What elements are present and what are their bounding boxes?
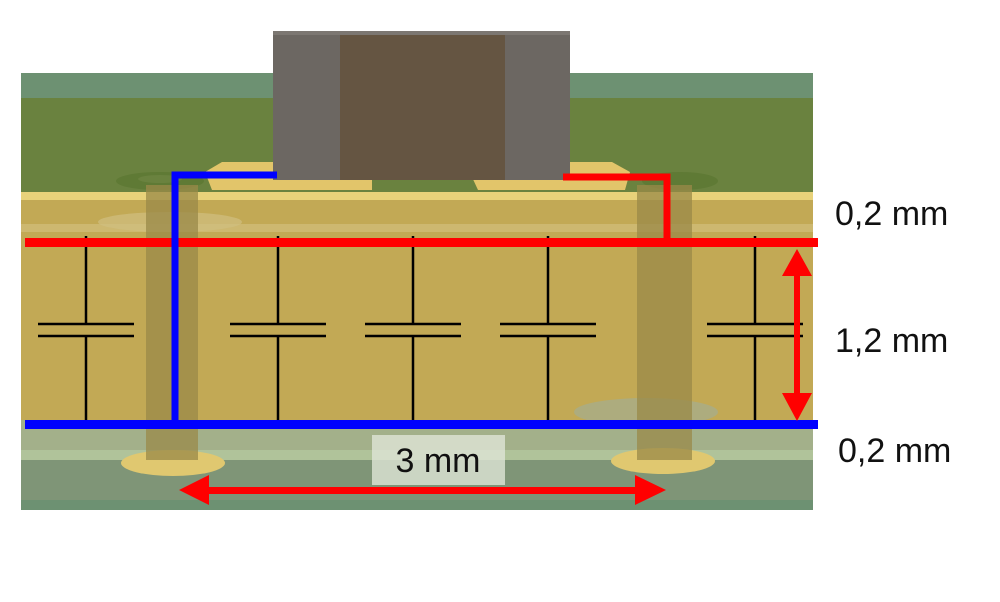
top-layer-thickness-label: 0,2 mm: [835, 195, 948, 233]
smd-capacitor-component: [273, 31, 570, 180]
bottom-layer-thickness-label: 0,2 mm: [838, 432, 951, 470]
capacitor-symbol: [500, 236, 596, 420]
via-spacing-label-box: [372, 435, 505, 485]
dielectric-layer: [21, 200, 813, 420]
capacitor-symbol: [365, 236, 461, 420]
arrow-head-down: [782, 393, 812, 421]
prepreg-band: [21, 224, 813, 232]
board-bottom-edge: [21, 500, 813, 510]
arrow-head-left: [179, 475, 209, 505]
arrow-head-right: [635, 475, 666, 505]
ground-plane-line: [25, 420, 818, 429]
left-terminal: [273, 34, 341, 180]
top-copper-strip: [21, 192, 813, 201]
capacitor-symbol: [707, 236, 803, 420]
core-thickness-label: 1,2 mm: [835, 322, 948, 360]
ground-trace: [171, 171, 277, 424]
capacitor-symbol: [230, 236, 326, 420]
via-spacing-arrow: [179, 475, 666, 505]
core-thickness-arrow: [782, 249, 812, 421]
power-trace: [563, 173, 671, 242]
via-spacing-label: 3 mm: [396, 442, 481, 480]
arrow-head-up: [782, 249, 812, 276]
right-terminal: [505, 34, 570, 180]
component-body: [340, 34, 506, 180]
power-plane-line: [25, 238, 818, 247]
capacitor-symbol: [38, 236, 134, 420]
distributed-capacitance-symbols: [38, 236, 803, 420]
